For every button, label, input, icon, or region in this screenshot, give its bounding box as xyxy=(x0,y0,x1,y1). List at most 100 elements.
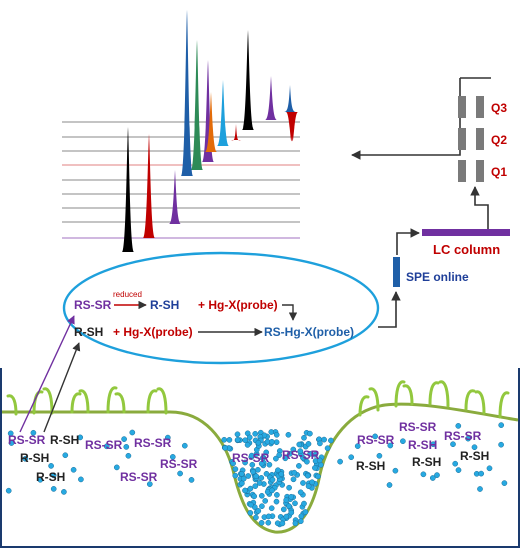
analyte-dot xyxy=(70,466,77,473)
analyte-dot xyxy=(452,460,459,467)
reaction-rs-sr: RS-SR xyxy=(74,298,112,312)
analyte-dot xyxy=(269,487,275,494)
sample-label: R-SH xyxy=(412,455,441,469)
analyte-dot xyxy=(300,480,306,486)
analyte-dot xyxy=(255,466,261,473)
analyte-dot xyxy=(309,479,315,486)
analyte-dot xyxy=(226,437,233,443)
sample-label: R-SH xyxy=(20,451,49,465)
analyte-dot xyxy=(252,483,259,489)
analyte-dot xyxy=(232,466,239,472)
reaction-ellipse xyxy=(62,251,380,365)
analyte-dot xyxy=(501,480,508,486)
quadrupole-q3: Q3 xyxy=(458,96,507,118)
analyte-dot xyxy=(269,438,275,445)
analyte-dot xyxy=(292,520,299,527)
analyte-dot xyxy=(22,455,29,462)
analyte-dot xyxy=(238,471,245,477)
grass-frond xyxy=(474,390,486,415)
analyte-dot xyxy=(290,446,297,453)
chromatogram-baselines xyxy=(62,121,300,239)
analyte-dot xyxy=(263,470,270,477)
chromatogram-peak xyxy=(284,85,296,112)
reduced-label: reduced xyxy=(113,290,142,299)
analyte-dot xyxy=(50,486,57,492)
analyte-dot xyxy=(248,501,254,508)
analyte-dot xyxy=(298,513,305,520)
chromatogram-peak xyxy=(217,80,229,146)
analyte-dot xyxy=(248,452,255,459)
analyte-dot xyxy=(348,454,355,461)
analyte-dot xyxy=(478,470,485,477)
reaction-probe-2: + Hg-X(probe) xyxy=(113,325,193,339)
analyte-dot xyxy=(304,458,310,465)
analyte-dot xyxy=(280,506,287,513)
sample-label: RS-SR xyxy=(444,429,482,443)
analyte-dot xyxy=(146,481,153,487)
analyte-dot xyxy=(286,503,292,509)
analyte-dot xyxy=(301,500,307,507)
analyte-dot xyxy=(273,455,279,462)
analyte-dot xyxy=(259,503,265,510)
chromatogram-peak xyxy=(286,112,298,142)
sample-label: RS-SR xyxy=(232,451,270,465)
analyte-dot xyxy=(268,505,275,512)
analyte-dot xyxy=(317,440,323,447)
analyte-dot xyxy=(255,508,262,514)
analyte-dot xyxy=(392,467,399,474)
analyte-dot xyxy=(301,434,307,441)
analyte-dot xyxy=(302,509,309,515)
lc-column: LC column xyxy=(422,229,510,257)
probe-to-product-arrow xyxy=(282,304,298,321)
reaction-to-spe-arrow xyxy=(378,291,401,328)
analyte-dot xyxy=(265,519,272,526)
analyte-dot xyxy=(296,441,303,448)
analyte-dot xyxy=(465,435,471,442)
analyte-dot xyxy=(274,520,281,527)
analyte-dot xyxy=(268,429,275,435)
analyte-dot xyxy=(258,492,265,499)
analyte-dot xyxy=(252,430,259,437)
analyte-dot xyxy=(315,473,321,480)
analyte-dot xyxy=(125,452,132,459)
chromatogram-peak xyxy=(202,60,214,162)
analyte-dot xyxy=(498,441,504,448)
analyte-dot xyxy=(477,486,483,492)
analyte-dot xyxy=(273,439,280,446)
analyte-dot xyxy=(61,489,67,495)
analyte-dot xyxy=(286,484,292,491)
spe-online: SPE online xyxy=(393,257,469,287)
analyte-dot xyxy=(169,454,176,460)
analyte-dot xyxy=(265,513,272,520)
analyte-dot xyxy=(222,445,228,451)
analyte-dot xyxy=(297,518,304,525)
grass-frond xyxy=(6,394,18,416)
grass-frond xyxy=(428,381,440,406)
analyte-dot xyxy=(386,482,393,488)
analyte-dot xyxy=(250,468,256,475)
analyte-dot xyxy=(242,459,248,466)
analyte-dot xyxy=(121,436,127,442)
analyte-dot xyxy=(455,423,462,429)
analyte-dot xyxy=(283,513,290,520)
detector-to-chromatogram-arrow xyxy=(351,77,491,160)
q3-label: Q3 xyxy=(491,101,507,115)
analyte-dot xyxy=(455,467,462,473)
analyte-dot xyxy=(262,498,269,504)
analyte-dot xyxy=(274,492,280,498)
analyte-dot xyxy=(232,472,239,479)
chromatogram-peak xyxy=(169,170,181,224)
analyte-dot xyxy=(450,441,456,448)
analyte-dot xyxy=(429,475,436,481)
analyte-dot xyxy=(286,450,293,457)
sample-label: R-SH xyxy=(50,433,79,447)
quadrupole-q1: Q1 xyxy=(458,160,507,182)
analyte-dot xyxy=(129,429,136,436)
analyte-dot xyxy=(400,438,406,445)
reaction-r-sh-reactant: R-SH xyxy=(74,325,103,339)
sample-label: RS-SR xyxy=(85,438,123,452)
grass-frond xyxy=(438,380,450,408)
sample-label: R-SH xyxy=(460,449,489,463)
grass-frond xyxy=(106,386,118,414)
